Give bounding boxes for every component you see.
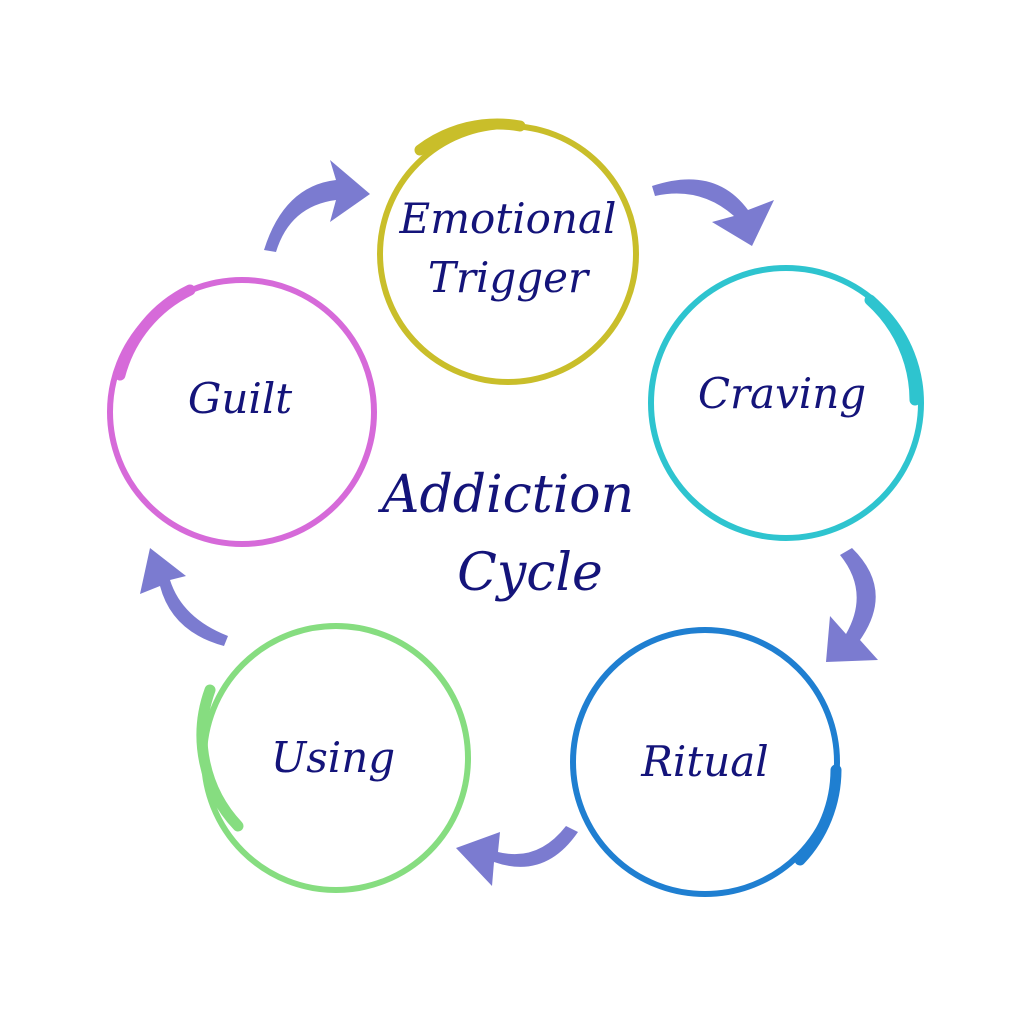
arrow-ritual-to-using — [456, 826, 578, 886]
ring-guilt-accent — [114, 284, 196, 381]
node-using: Using — [196, 623, 471, 893]
arrow-guilt-to-trigger-shape — [264, 160, 370, 252]
arrow-using-to-guilt — [140, 548, 228, 646]
arrow-ritual-to-using-shape — [456, 826, 578, 886]
node-emotional-trigger: Emotional Trigger — [377, 118, 639, 385]
node-craving: Craving — [648, 265, 924, 541]
node-emotional-trigger-line2: Trigger — [428, 253, 591, 302]
arrow-guilt-to-trigger — [264, 160, 370, 252]
arrow-using-to-guilt-shape — [140, 548, 228, 646]
arrow-trigger-to-craving-shape — [652, 179, 774, 246]
ring-guilt — [107, 277, 377, 547]
ring-emotional-trigger-accent — [414, 118, 526, 156]
arrow-craving-to-ritual — [826, 548, 878, 662]
ring-ritual — [570, 627, 840, 897]
center-title: Addiction Cycle — [378, 465, 634, 603]
arrow-craving-to-ritual-shape — [826, 548, 878, 662]
center-title-line1: Addiction — [378, 465, 634, 525]
node-ritual: Ritual — [570, 627, 842, 897]
ring-using-accent — [196, 684, 244, 832]
ring-ritual-accent — [794, 764, 842, 866]
arrow-trigger-to-craving — [652, 179, 774, 246]
node-guilt-label: Guilt — [188, 374, 292, 423]
ring-craving — [648, 265, 924, 541]
node-emotional-trigger-line1: Emotional — [399, 194, 617, 243]
node-craving-label: Craving — [698, 369, 866, 418]
node-guilt: Guilt — [107, 277, 377, 547]
center-title-line2: Cycle — [457, 543, 603, 603]
node-using-label: Using — [271, 733, 395, 782]
node-ritual-label: Ritual — [640, 737, 768, 786]
ring-craving-accent — [864, 294, 921, 406]
